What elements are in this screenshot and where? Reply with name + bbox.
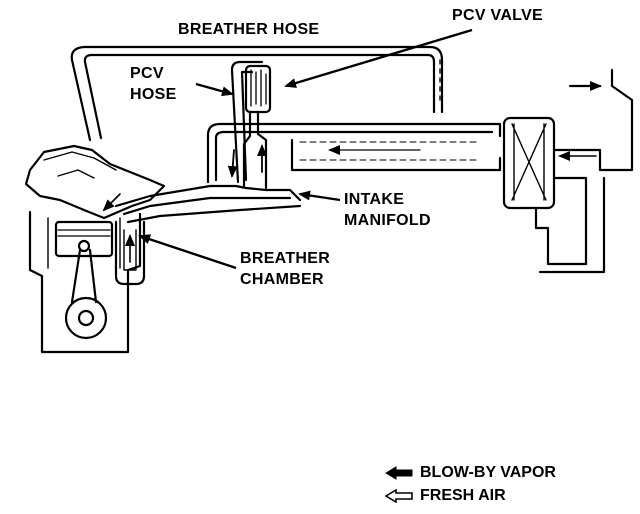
label-breather-chamber-line1: BREATHER bbox=[240, 250, 331, 267]
label-intake-manifold-line1: INTAKE bbox=[344, 191, 405, 208]
leader-pcv-valve bbox=[284, 28, 473, 88]
intake-manifold-upper bbox=[206, 122, 502, 184]
legend-blow-by-vapor-text: BLOW-BY VAPOR bbox=[420, 464, 556, 481]
hollow-arrow-icon bbox=[384, 489, 413, 503]
label-intake-manifold: INTAKE MANIFOLD bbox=[344, 189, 431, 231]
piston bbox=[54, 220, 114, 258]
cylinder-head bbox=[24, 144, 166, 220]
legend-fresh-air: FRESH AIR bbox=[384, 486, 506, 506]
cylinder-block bbox=[28, 210, 142, 354]
label-pcv-hose-line2: HOSE bbox=[130, 86, 177, 103]
pcv-hose bbox=[230, 60, 264, 184]
throttle-body bbox=[502, 116, 556, 210]
breather-hose bbox=[70, 45, 444, 142]
leader-breather-chamber bbox=[138, 234, 237, 270]
solid-arrow-icon bbox=[385, 466, 413, 480]
label-pcv-valve: PCV VALVE bbox=[452, 7, 544, 24]
label-breather-chamber: BREATHER CHAMBER bbox=[240, 248, 330, 290]
label-intake-manifold-line2: MANIFOLD bbox=[344, 212, 431, 229]
breather-chamber bbox=[114, 220, 146, 286]
leader-pcv-hose bbox=[195, 82, 234, 97]
legend-blow-by-vapor: BLOW-BY VAPOR bbox=[384, 463, 556, 483]
label-pcv-hose-line1: PCV bbox=[130, 65, 164, 82]
breather-hose-inner bbox=[83, 53, 436, 140]
connecting-rod bbox=[70, 248, 98, 304]
air-duct bbox=[552, 68, 634, 172]
crankshaft bbox=[64, 296, 108, 340]
intake-manifold-runner bbox=[114, 184, 302, 208]
label-breather-hose: BREATHER HOSE bbox=[178, 21, 320, 38]
legend-fresh-air-text: FRESH AIR bbox=[420, 487, 506, 504]
leader-intake-manifold bbox=[298, 190, 341, 202]
label-breather-chamber-line2: CHAMBER bbox=[240, 271, 324, 288]
label-pcv-hose: PCV HOSE bbox=[130, 63, 177, 105]
